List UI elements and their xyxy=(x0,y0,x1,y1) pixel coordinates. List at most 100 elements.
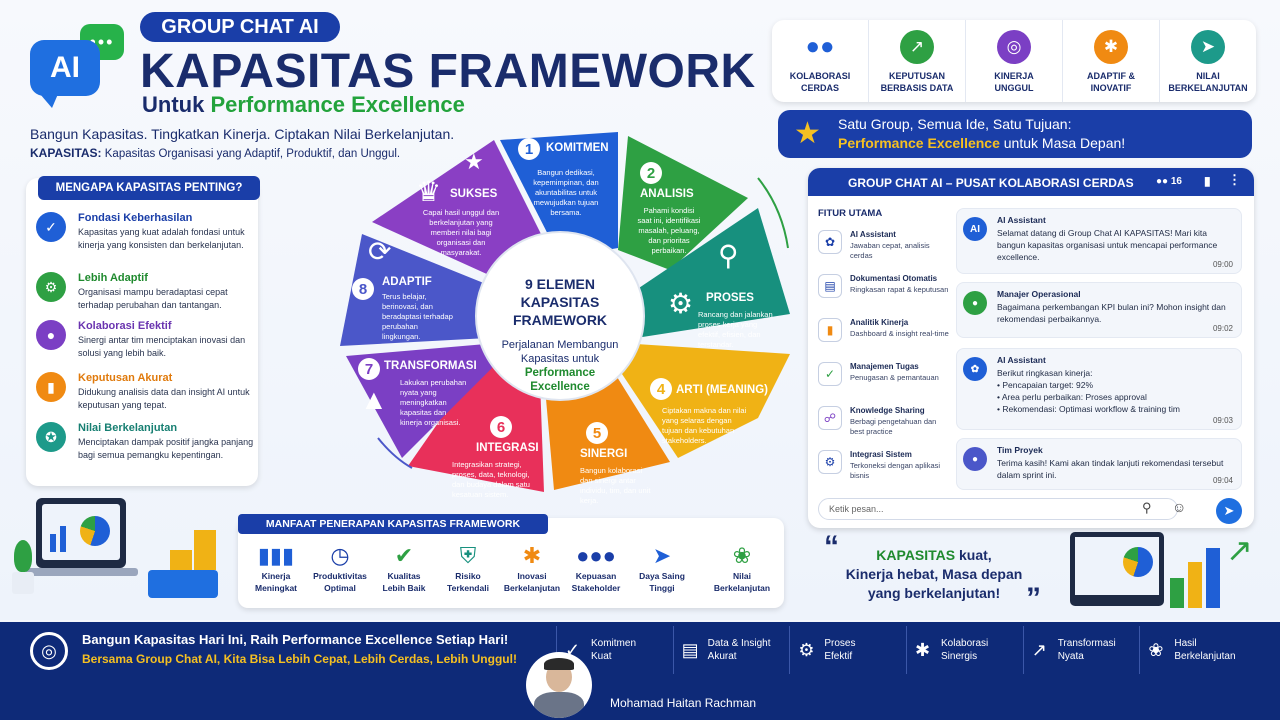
segment-sukses xyxy=(372,140,554,280)
brain-icon: ✿ xyxy=(818,230,842,254)
benefit-label: Risiko Terkendali xyxy=(447,571,489,593)
segment-number: 2 xyxy=(640,162,662,184)
menu-icon[interactable]: ⋮ xyxy=(1228,172,1241,187)
bar-chart-icon: ▮ xyxy=(818,318,842,342)
feature-desc: Dashboard & insight real-time xyxy=(850,329,949,338)
definition: KAPASITAS: Kapasitas Organisasi yang Ada… xyxy=(30,146,400,160)
emoji-icon[interactable]: ☺ xyxy=(1172,499,1187,515)
benefit-label: Kualitas Lebih Baik xyxy=(382,571,426,593)
feature-title: Dokumentasi Otomatis xyxy=(850,274,938,283)
feature-title: Manajemen Tugas xyxy=(850,362,919,371)
laptop-screen xyxy=(42,504,120,560)
avatar: ● xyxy=(963,447,987,471)
segment-komitmen xyxy=(500,132,618,258)
member-count[interactable]: ●● 16 xyxy=(1156,176,1182,187)
monitor-illustration xyxy=(1070,532,1164,606)
segment-number: 8 xyxy=(352,278,374,300)
benefit-item: ✔Kualitas Lebih Baik xyxy=(372,542,436,594)
motto-text: Satu Group, Semua Ide, Satu Tujuan: Perf… xyxy=(838,115,1125,153)
wheel-center xyxy=(475,231,645,401)
feature-desc: Ringkasan rapat & keputusan xyxy=(850,285,949,294)
segment-title: KOMITMEN xyxy=(546,142,609,154)
leaf-icon: ❀ xyxy=(732,543,752,568)
why-panel: MENGAPA KAPASITAS PENTING? ✓ Fondasi Keb… xyxy=(26,176,260,486)
subtitle-prefix: Untuk xyxy=(142,92,211,117)
footer-value-label: Proses Efektif xyxy=(824,638,856,662)
why-item-desc: Organisasi mampu beradaptasi cepat terha… xyxy=(78,287,228,310)
segment-proses xyxy=(618,208,790,338)
center-desc2: Kapasitas untuk xyxy=(520,353,600,365)
feature-desc: Jawaban cepat, analisis cerdas xyxy=(850,241,930,260)
stats-icon[interactable]: ▮ xyxy=(1204,174,1211,188)
pillar-label: KOLABORASI CERDAS xyxy=(789,71,851,93)
segment-number: 1 xyxy=(518,138,540,160)
benefit-item: ⛨ Risiko Terkendali xyxy=(436,542,500,594)
avatar: AI xyxy=(963,217,987,241)
member-count-value: 16 xyxy=(1170,176,1182,187)
center-line3: FRAMEWORK xyxy=(512,312,608,328)
attach-icon[interactable]: ⚲ xyxy=(1142,500,1152,515)
pillar-label: KEPUTUSAN BERBASIS DATA xyxy=(880,71,954,93)
subtitle-highlight: Performance Excellence xyxy=(210,92,465,117)
benefits-panel: MANFAAT PENERAPAN KAPASITAS FRAMEWORK ▮▮… xyxy=(238,514,784,608)
share-icon: ☍ xyxy=(818,406,842,430)
pillar-item: ◎KINERJA UNGGUL xyxy=(966,20,1063,102)
bar-icon xyxy=(50,534,56,552)
segment-transformasi xyxy=(346,344,492,458)
ai-logo: AI xyxy=(30,40,100,108)
center-line2: KAPASITAS xyxy=(520,294,600,310)
footer-value-item: ✱Kolaborasi Sinergis xyxy=(906,626,1023,674)
center-line1: 9 ELEMEN xyxy=(524,276,595,292)
rocket-icon: ➤ xyxy=(1191,30,1225,64)
chat-message: AI AI Assistant Selamat datang di Group … xyxy=(956,208,1242,274)
avatar: ● xyxy=(963,291,987,315)
segment-title: TRANSFORMASI xyxy=(384,360,477,372)
message-text: Terima kasih! Kami akan tindak lanjuti r… xyxy=(997,458,1224,480)
page-title: KAPASITAS FRAMEWORK xyxy=(140,45,756,98)
send-button[interactable]: ➤ xyxy=(1216,498,1242,524)
pillar-item: ●●KOLABORASI CERDAS xyxy=(772,20,869,102)
why-item-title: Lebih Adaptif xyxy=(78,272,148,284)
laptop-base xyxy=(26,568,138,576)
close-quote-icon: ” xyxy=(1026,582,1041,615)
pillar-item: ↗KEPUTUSAN BERBASIS DATA xyxy=(869,20,966,102)
bar-block xyxy=(1206,548,1220,608)
bar-block xyxy=(170,550,192,570)
chat-title: GROUP CHAT AI – PUSAT KOLABORASI CERDAS xyxy=(848,176,1134,190)
chat-header: GROUP CHAT AI – PUSAT KOLABORASI CERDAS … xyxy=(808,168,1254,196)
shield-icon: ⛨ xyxy=(459,543,477,568)
bar-block xyxy=(194,530,216,570)
growth-arrow-icon: ↗ xyxy=(1226,532,1253,568)
tagline: Bangun Kapasitas. Tingkatkan Kinerja. Ci… xyxy=(30,126,455,142)
chat-message: ✿ AI Assistant Berikut ringkasan kinerja… xyxy=(956,348,1242,430)
bar-chart-icon: ▮ xyxy=(36,372,66,402)
quote-text: KAPASITAS kuat, Kinerja hebat, Masa depa… xyxy=(820,546,1048,603)
footer: ◎ Bangun Kapasitas Hari Ini, Raih Perfor… xyxy=(0,622,1280,720)
monitor-screen xyxy=(1075,537,1159,595)
segment-desc: Bangun kolaborasi dan sinergi antar indi… xyxy=(580,466,651,505)
bar-blocks-illustration xyxy=(148,570,218,598)
feature-desc: Penugasan & pemantauan xyxy=(850,373,939,382)
footer-value-item: ⚙Proses Efektif xyxy=(789,626,906,674)
message-input[interactable]: Ketik pesan... xyxy=(818,498,1178,520)
center-desc1: Perjalanan Membangun xyxy=(501,339,619,351)
logo-text: AI xyxy=(50,51,80,84)
benefit-label: Daya Saing Tinggi xyxy=(639,571,685,593)
definition-text: Kapasitas Organisasi yang Adaptif, Produ… xyxy=(101,148,401,160)
group-icon: ●●● xyxy=(576,543,616,568)
footer-value-item: ❀Hasil Berkelanjutan xyxy=(1139,626,1256,674)
footer-value-item: ↗Transformasi Nyata xyxy=(1022,626,1140,674)
feature-title: AI Assistant xyxy=(850,230,896,239)
wheel-center-text: 9 ELEMEN KAPASITAS FRAMEWORK Perjalanan … xyxy=(476,234,644,402)
avatar: ✿ xyxy=(963,357,987,381)
benefit-label: Produktivitas Optimal xyxy=(313,571,367,593)
lightbulb-icon: ✱ xyxy=(522,543,542,568)
bar-icon xyxy=(60,526,66,552)
segment-number: 7 xyxy=(358,358,380,380)
clock-icon: ◷ xyxy=(330,543,350,568)
target-icon: ◎ xyxy=(30,632,68,670)
bar-block xyxy=(1170,578,1184,608)
motto-rest: untuk Masa Depan! xyxy=(999,135,1126,151)
segment-title: ARTI (MEANING) xyxy=(676,384,768,396)
why-item-desc: Kapasitas yang kuat adalah fondasi untuk… xyxy=(78,227,245,250)
